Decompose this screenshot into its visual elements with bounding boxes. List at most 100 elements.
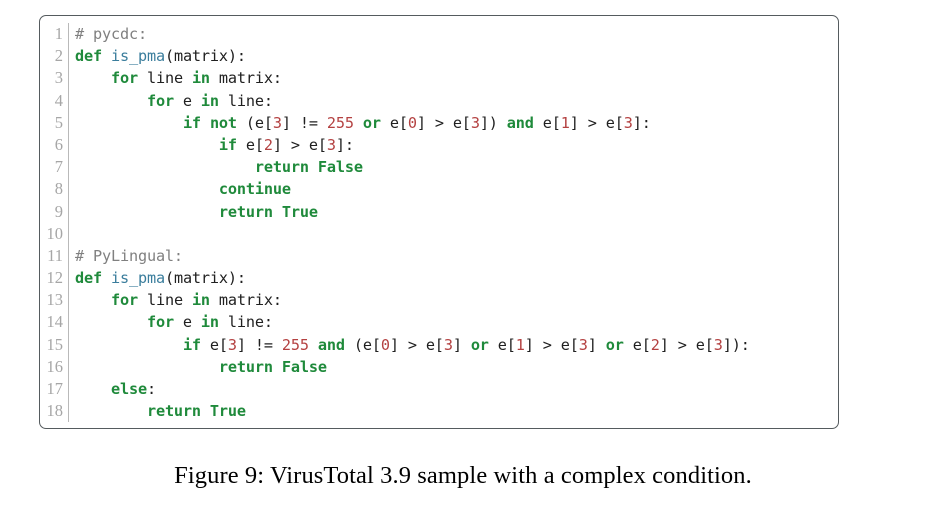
code-token-plain: line (137, 69, 192, 88)
code-token-number: 1 (515, 335, 525, 354)
code-token-func: is_pma (110, 47, 165, 66)
code-line-source: return False (69, 156, 838, 178)
figure-caption: Figure 9: VirusTotal 3.9 sample with a c… (174, 462, 752, 489)
code-token-plain: e[ (533, 113, 561, 132)
code-line: 14 for e in line: (40, 311, 838, 334)
code-token-plain: line: (218, 313, 273, 332)
line-number: 7 (40, 156, 69, 179)
code-token-number: 3 (227, 335, 237, 354)
code-token-keyword: return (218, 357, 273, 376)
code-token-keyword: for (146, 313, 174, 332)
code-token-plain (102, 269, 111, 287)
line-number: 14 (40, 311, 69, 334)
code-token-plain (75, 92, 147, 110)
code-token-plain (273, 203, 282, 221)
code-token-keyword: or (605, 335, 624, 354)
code-token-comment: # PyLingual: (75, 246, 183, 265)
code-line: 13 for line in matrix: (40, 289, 838, 312)
code-token-plain: ] > e[ (524, 335, 579, 354)
code-token-keyword: if (182, 113, 201, 132)
code-token-number: 3 (443, 335, 453, 354)
code-token-keyword: and (317, 335, 345, 354)
code-token-keyword: continue (218, 180, 291, 199)
code-token-plain: e[ (623, 335, 651, 354)
code-line: 12 def is_pma(matrix): (40, 267, 838, 290)
line-number: 1 (40, 23, 69, 46)
code-token-keyword: else (110, 380, 147, 398)
code-token-plain: ]) (479, 113, 507, 132)
code-token-keyword: if (182, 335, 201, 354)
code-token-plain (75, 313, 147, 331)
line-number: 16 (40, 355, 69, 378)
code-token-keyword: in (191, 69, 210, 88)
code-token-plain (75, 402, 147, 420)
code-line: 8 continue (40, 178, 838, 201)
code-line-source: continue (69, 178, 838, 200)
line-number: 13 (40, 289, 69, 312)
code-token-plain (75, 336, 183, 354)
code-token-plain: e (173, 313, 201, 332)
code-token-plain (75, 380, 111, 398)
code-line: 7 return False (40, 156, 838, 179)
line-number: 9 (40, 200, 69, 223)
code-token-number: 0 (380, 335, 390, 354)
code-token-plain: e[ (488, 335, 516, 354)
code-line: 15 if e[3] != 255 and (e[0] > e[3] or e[… (40, 333, 838, 356)
code-line-source: for e in line: (69, 311, 838, 333)
code-token-plain: e[ (200, 335, 228, 354)
code-token-kwconst: False (281, 357, 327, 376)
code-token-number: 255 (326, 113, 354, 132)
code-token-keyword: for (110, 69, 138, 88)
code-token-func: is_pma (110, 269, 165, 288)
line-number: 12 (40, 267, 69, 290)
code-token-keyword: def (75, 269, 102, 288)
code-token-number: 3 (272, 113, 282, 132)
code-token-keyword: return (218, 202, 273, 221)
code-token-number: 2 (650, 335, 660, 354)
code-token-plain: line: (218, 91, 273, 110)
code-token-plain (75, 203, 219, 221)
code-token-number: 255 (281, 335, 309, 354)
code-token-number: 3 (623, 113, 633, 132)
code-token-plain: matrix: (209, 291, 282, 310)
code-token-number: 3 (470, 113, 480, 132)
code-token-keyword: in (191, 291, 210, 310)
code-token-plain: (matrix): (164, 269, 246, 288)
code-line-source: # PyLingual: (69, 245, 838, 267)
code-token-number: 0 (407, 113, 417, 132)
line-number: 3 (40, 67, 69, 90)
code-token-plain: e[ (380, 113, 408, 132)
code-line: 6 if e[2] > e[3]: (40, 133, 838, 157)
code-token-plain: ]: (632, 113, 651, 132)
code-token-keyword: if (218, 135, 237, 154)
code-token-plain: ] != (281, 113, 327, 132)
code-line: 5 if not (e[3] != 255 or e[0] > e[3]) an… (40, 111, 838, 134)
code-token-number: 1 (560, 113, 570, 132)
code-token-keyword: def (75, 47, 102, 66)
code-token-plain: (matrix): (164, 47, 246, 66)
code-line: 4 for e in line: (40, 89, 838, 112)
code-token-plain (201, 114, 210, 132)
code-token-plain (75, 291, 111, 309)
code-line-source: return True (69, 201, 838, 223)
code-token-plain: : (146, 380, 156, 398)
code-token-plain: e (173, 91, 201, 110)
code-token-plain: ] > e[ (389, 335, 444, 354)
code-line: 1# pycdc: (40, 23, 838, 46)
code-line-source: return False (69, 356, 838, 378)
code-token-plain (201, 402, 210, 420)
code-line-source: for line in matrix: (69, 289, 838, 311)
code-token-plain: (e[ (236, 113, 273, 132)
code-token-plain: ] (452, 335, 471, 354)
code-token-plain: ] > e[ (659, 335, 714, 354)
code-token-plain (75, 69, 111, 87)
code-token-plain (75, 114, 183, 132)
code-line: 9 return True (40, 200, 838, 223)
code-line-source: for line in matrix: (69, 67, 838, 89)
code-token-plain (354, 114, 363, 132)
code-token-plain (75, 158, 255, 176)
code-token-plain (309, 158, 318, 176)
